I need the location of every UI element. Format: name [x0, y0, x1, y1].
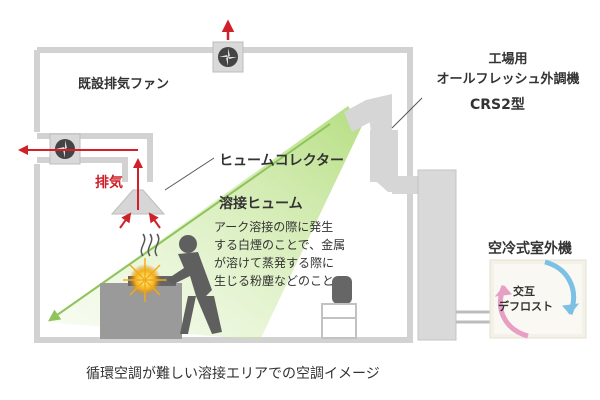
- fume-desc-line: が溶けて蒸発する際に: [214, 256, 335, 270]
- fume-desc-line: する白煙のことで、金属: [214, 238, 346, 252]
- exhaust-arrows: [18, 145, 161, 229]
- airflow-direction-arrow: [48, 123, 331, 322]
- ac-unit-label: 工場用 オールフレッシュ外調機: [416, 50, 600, 90]
- ac-unit-model-label: CRS2型: [470, 97, 525, 113]
- outdoor-unit-label: 空冷式室外機: [488, 241, 572, 257]
- fume-wisp-icon: [140, 233, 160, 257]
- ac-unit-leader-line: [391, 97, 423, 129]
- existing-fan-label: 既設排気ファン: [78, 77, 170, 92]
- ac-unit-label-line1: 工場用: [488, 52, 528, 67]
- welder-figure-icon: [166, 235, 222, 334]
- exhaust-label: 排気: [95, 175, 123, 191]
- fume-desc-line: 生じる粉塵などのこと: [214, 274, 335, 288]
- welding-fume-title: 溶接ヒューム: [219, 196, 303, 212]
- ac-connection-pipes: [456, 310, 492, 324]
- ac-unit-label-line2: オールフレッシュ外調機: [436, 72, 580, 87]
- defrost-label: 交互 デフロスト: [498, 284, 553, 314]
- fume-collector-leader-line: [164, 157, 215, 191]
- spark-icon: [123, 258, 167, 302]
- fume-desc-line: アーク溶接の際に発生: [214, 220, 334, 234]
- welding-fume-description: アーク溶接の際に発生 する白煙のことで、金属 が溶けて蒸発する際に 生じる粉塵な…: [214, 218, 345, 290]
- diagram-caption: 循環空調が難しい溶接エリアでの空調イメージ: [86, 366, 380, 382]
- supply-airflow-beam: [46, 106, 362, 340]
- ac-unit-cabinet: [417, 169, 457, 341]
- existing-exhaust-fan: [212, 41, 244, 73]
- fume-collector-label: ヒュームコレクター: [219, 153, 345, 169]
- supply-duct: [344, 94, 442, 194]
- defrost-label-line2: デフロスト: [498, 300, 553, 313]
- defrost-cycle-arrows: [494, 259, 580, 339]
- welding-machine-cart: [321, 276, 357, 339]
- defrost-label-line1: 交互: [513, 285, 535, 298]
- building-walls: [34, 47, 413, 343]
